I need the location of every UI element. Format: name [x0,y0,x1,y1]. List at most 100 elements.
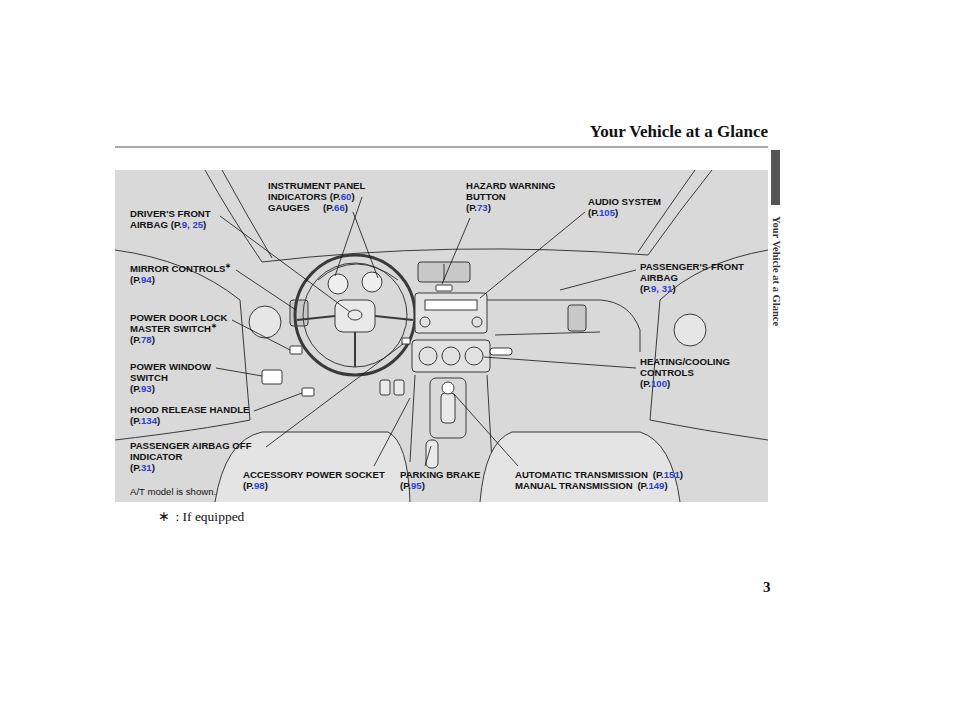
label-text: ) [345,202,348,213]
label-text: ) [672,283,675,294]
leader-line [254,393,302,411]
label-text: HEATING/COOLING CONTROLS [640,356,730,378]
label-text: POWER WINDOW SWITCH [130,361,211,383]
label-text: (P. [400,480,411,491]
page-number-ref: 149 [648,480,664,491]
label-text: (P. [637,480,648,491]
label-line: AUTOMATIC TRANSMISSION(P.151) [515,470,683,481]
leader-line [454,394,518,466]
label-line: MIRROR CONTROLS∗ [130,264,231,275]
page-number: 3 [763,578,771,596]
if-equipped-mark: ∗ [211,322,217,329]
if-equipped-mark: ∗ [225,262,231,269]
dashboard-top [262,249,648,262]
background-panel [115,170,768,502]
label-line: HEATING/COOLING CONTROLS [640,357,736,379]
label-text: HOOD RELEASE HANDLE [130,404,249,415]
logo [348,310,362,320]
leader-line [442,218,470,284]
shift-lever [441,393,455,423]
glovebox-edge [495,332,600,335]
wheel-spoke [375,316,413,320]
page-number-ref: 9, 31 [651,283,672,294]
label-line: POWER DOOR LOCK MASTER SWITCH∗ [130,313,236,335]
shift-knob [442,382,454,394]
page-number-ref: 94 [141,274,152,285]
leader-line [374,398,410,466]
leader-line [560,270,636,290]
label-text: (P. [330,191,341,202]
label-line: (P.95) [400,481,480,492]
model-note: A/T model is shown. [130,487,216,498]
left-door [115,250,250,440]
right-pillar [648,170,712,255]
label-text: Your Vehicle at a Glance [771,216,782,326]
callout-label: MIRROR CONTROLS∗(P.94) [130,264,231,286]
page-number-ref: 100 [651,378,667,389]
door-speaker [674,314,706,346]
page-number-ref: 31 [141,462,152,473]
label-text: (P. [130,415,141,426]
page-number-ref: 60 [341,191,352,202]
label-text: ) [152,274,155,285]
page-number-ref: 95 [411,480,422,491]
hood-release [302,388,314,396]
label-text: GAUGES [268,202,310,213]
label-text: ∗ [158,509,170,524]
door-speaker [249,306,281,338]
label-text: ) [615,207,618,218]
label-text: (P. [588,207,599,218]
label-text: ) [664,480,667,491]
label-text: ) [152,334,155,345]
page-number-ref: 98 [254,480,265,491]
callout-label: DRIVER'S FRONT AIRBAG(P.9, 25) [130,209,226,231]
hvac-dial [465,347,483,365]
label-text: (P. [130,274,141,285]
label-line: Your Vehicle at a Glance [770,216,782,326]
label-text: (P. [171,219,182,230]
hvac-panel [412,340,490,372]
callout-label: HAZARD WARNING BUTTON(P.73) [466,181,562,213]
label-text: (P. [640,378,651,389]
hvac-dial [442,347,460,365]
leader-line [232,320,290,350]
label-text: PASSENGER'S FRONT AIRBAG [640,261,744,283]
label-line: POWER WINDOW SWITCH [130,362,221,384]
air-vent [568,305,586,331]
audio-unit [415,293,487,333]
hvac-dial [419,347,437,365]
label-text: PASSENGER AIRBAG OFF INDICATOR [130,440,252,462]
callout-label: GAUGES(P.66) [268,203,348,214]
label-line: (P.134) [130,416,249,427]
callout-label: AUDIO SYSTEM(P.105) [588,197,661,219]
left-pillar [205,170,262,262]
callout-label: POWER DOOR LOCK MASTER SWITCH∗(P.78) [130,313,236,345]
label-line: (P.93) [130,384,221,395]
audio-knob [472,317,482,327]
label-line: MANUAL TRANSMISSION (P.149) [515,481,683,492]
label-text: ACCESSORY POWER SOCKET [243,469,385,480]
parking-brake-lever [426,440,438,468]
steering-wheel [303,263,407,367]
page-number-ref: 105 [599,207,615,218]
page-number-ref: 9, 25 [182,219,203,230]
label-line: (P.94) [130,275,231,286]
gauge [362,272,382,292]
label-line: GAUGES(P.66) [268,203,348,214]
label-line: AUDIO SYSTEM [588,197,661,208]
callout-label: ACCESSORY POWER SOCKET(P.98) [243,470,385,492]
label-text: (P. [653,469,664,480]
label-line: (P.9, 31) [640,284,750,295]
page-number-ref: 151 [664,469,680,480]
wheel-hub [335,300,375,332]
callout-label: HOOD RELEASE HANDLE(P.134) [130,405,249,427]
footnote: ∗: If equipped [158,509,244,525]
pedal [380,380,390,395]
label-text: MANUAL TRANSMISSION [515,480,633,491]
page-number-ref: 66 [334,202,345,213]
label-line: PASSENGER AIRBAG OFF INDICATOR [130,441,269,463]
page-number-ref: 134 [141,415,157,426]
shift-gate [430,378,466,438]
